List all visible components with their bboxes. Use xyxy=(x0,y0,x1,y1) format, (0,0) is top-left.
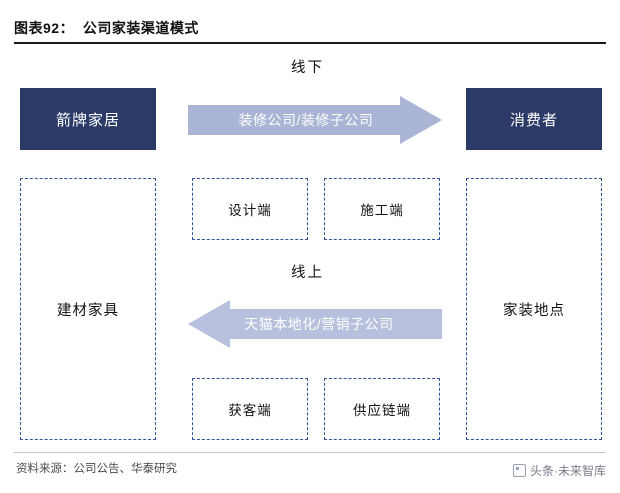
offline-sub-box-construction: 施工端 xyxy=(324,178,440,240)
left-top-box: 箭牌家居 xyxy=(20,88,156,150)
online-sub-box-supplychain: 供应链端 xyxy=(324,378,440,440)
online-heading: 线上 xyxy=(291,265,324,281)
source-note: 资料来源：公司公告、华泰研究 xyxy=(16,463,177,475)
header-divider xyxy=(14,42,606,44)
offline-heading: 线下 xyxy=(291,60,324,76)
left-bottom-box: 建材家具 xyxy=(20,178,156,440)
page-title: 图表92： 公司家装渠道模式 xyxy=(14,18,606,38)
offline-sub-box-design: 设计端 xyxy=(192,178,308,240)
offline-arrow: 装修公司/装修子公司 xyxy=(188,96,442,144)
figure-title-text: 公司家装渠道模式 xyxy=(82,20,199,36)
figure-header: 图表92： 公司家装渠道模式 xyxy=(14,18,606,44)
diagram-canvas: 线下 箭牌家居 消费者 装修公司/装修子公司 设计端 施工端 建材家具 家装地点… xyxy=(14,52,606,448)
online-sub-box-acquisition: 获客端 xyxy=(192,378,308,440)
watermark: 头条·未来智库 xyxy=(513,462,606,479)
right-top-box: 消费者 xyxy=(466,88,602,150)
online-arrow: 天猫本地化/营销子公司 xyxy=(188,300,442,348)
figure-label: 图表92： xyxy=(14,20,75,36)
watermark-logo-icon xyxy=(513,464,526,477)
watermark-text: 头条·未来智库 xyxy=(530,464,606,478)
footer-divider xyxy=(14,452,606,453)
right-bottom-box: 家装地点 xyxy=(466,178,602,440)
